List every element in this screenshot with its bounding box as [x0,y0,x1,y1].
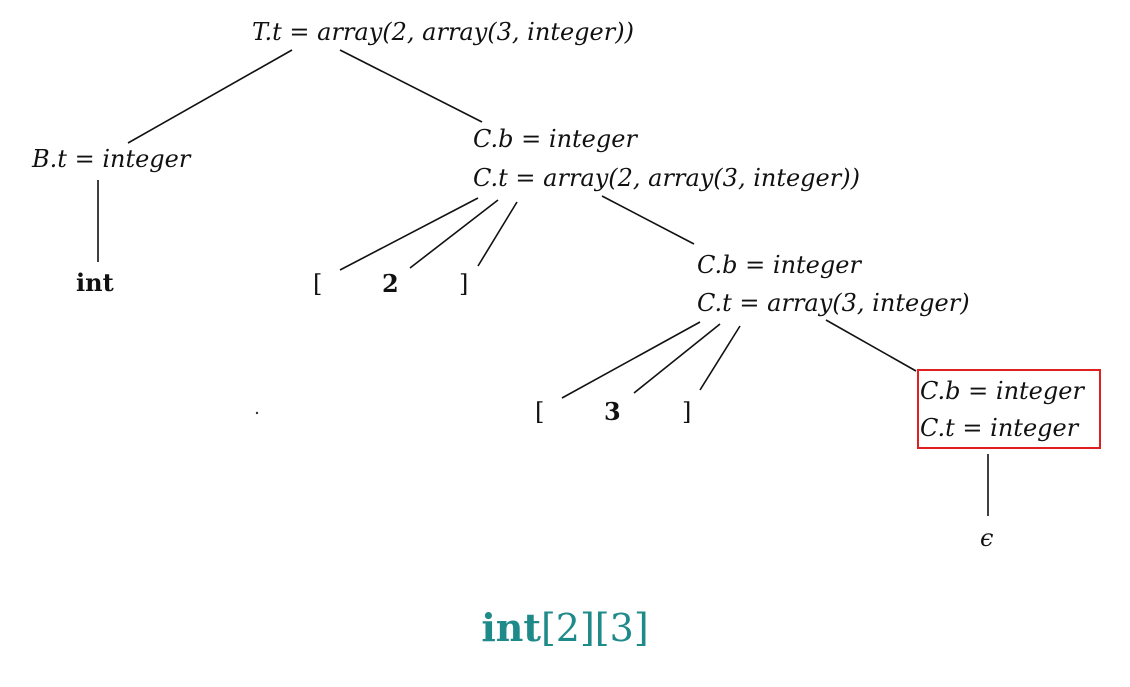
edge-c1-num [409,199,499,269]
node-c3-t-eq: = [962,414,983,442]
node-c1-b-rhs: integer [548,125,637,153]
node-c1-b-eq: = [521,125,542,153]
edge-root-c1 [339,49,483,123]
node-c1-line1: C.b = integer [473,123,637,155]
node-c2-t-eq: = [739,289,760,317]
node-c2-t-lhs: C.t [697,289,732,317]
node-c1-t-rhs: array(2, array(3, integer)) [543,164,860,192]
node-c2-b-eq: = [745,251,766,279]
leaf-int: int [76,268,114,297]
edge-c2-lbracket [561,321,701,399]
leaf-rbracket-1: ] [459,270,469,298]
node-c2-t-rhs: array(3, integer) [767,289,970,317]
node-root: T.t = array(2, array(3, integer)) [252,16,634,48]
leaf-lbracket-1: [ [313,270,323,298]
node-c3-line1: C.b = integer [920,375,1084,407]
caption-keyword: int [481,605,541,650]
highlight-box [917,369,1101,449]
caption-dims: [2][3] [540,606,649,650]
edge-c1-lbracket [339,197,479,271]
edge-c1-c2 [601,195,695,245]
leaf-epsilon: ϵ [980,524,994,552]
node-c2-b-lhs: C.b [697,251,738,279]
node-root-rhs-fn: array [317,18,383,46]
edge-c2-rbracket [699,325,741,391]
node-c3-b-lhs: C.b [920,377,961,405]
node-c3-line2: C.t = integer [920,412,1078,444]
node-c3-t-rhs: integer [990,414,1079,442]
edge-root-b [127,49,293,144]
edge-c2-num [633,323,721,394]
node-c2-line2: C.t = array(3, integer) [697,287,970,319]
node-c1-t-lhs: C.t [473,164,508,192]
leaf-num-2: 2 [382,269,399,298]
node-root-rhs-args: (2, array(3, integer)) [382,18,634,46]
node-c3-t-lhs: C.t [920,414,955,442]
node-c2-line1: C.b = integer [697,249,861,281]
node-c3-b-eq: = [968,377,989,405]
leaf-num-3: 3 [604,397,621,426]
leaf-lbracket-2: [ [535,398,545,426]
edge-c1-rbracket [477,201,518,267]
node-b-eq: = [74,145,95,173]
node-b-rhs: integer [102,145,191,173]
node-c3-b-rhs: integer [995,377,1084,405]
node-b-lhs: B.t [32,145,67,173]
node-c2-b-rhs: integer [772,251,861,279]
node-c1-b-lhs: C.b [473,125,514,153]
edge-c2-c3 [825,319,917,372]
caption: int[2][3] [0,604,1130,652]
stray-dot [255,411,259,415]
node-b: B.t = integer [32,143,190,175]
node-c1-line2: C.t = array(2, array(3, integer)) [473,162,860,194]
leaf-rbracket-2: ] [682,398,692,426]
node-c1-t-eq: = [515,164,536,192]
node-root-eq: = [289,18,310,46]
node-root-lhs: T.t [252,18,282,46]
